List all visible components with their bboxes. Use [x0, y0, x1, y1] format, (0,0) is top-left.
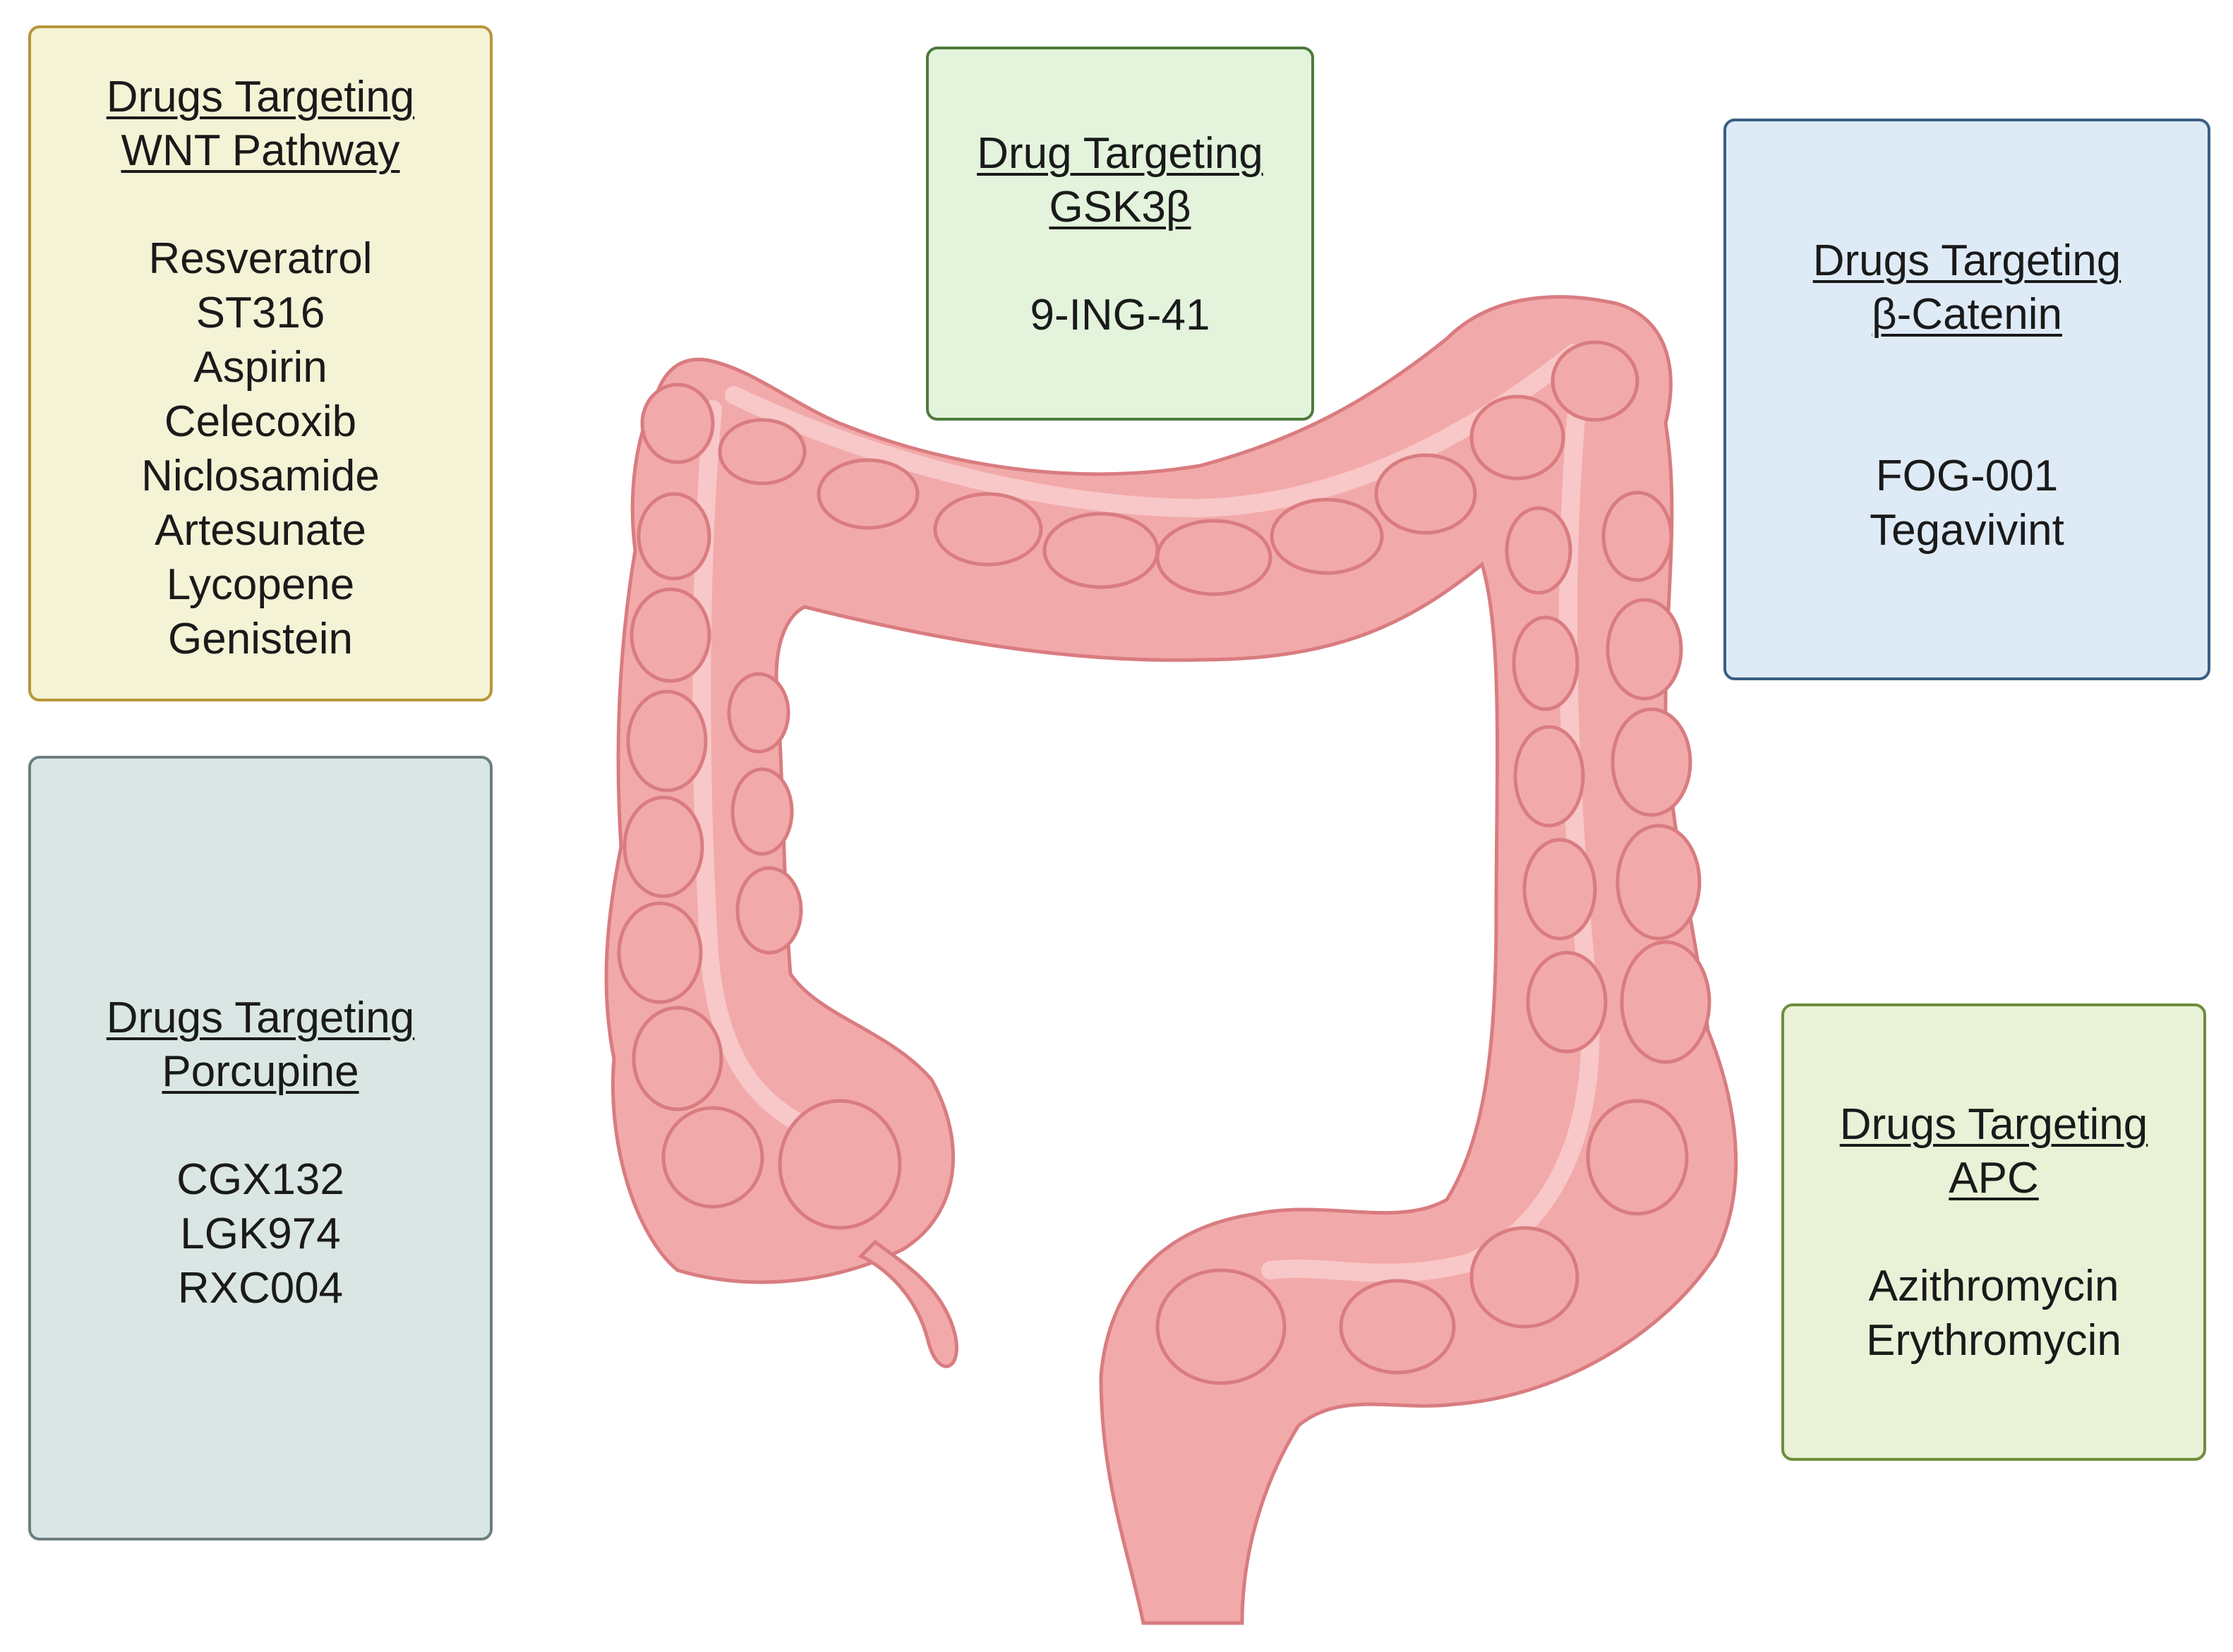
drug-item: Erythromycin — [1866, 1316, 2121, 1365]
haustrum-bulge — [626, 689, 708, 792]
haustrum-bulge — [718, 418, 807, 486]
apc-box-title-line-2: APC — [1949, 1154, 2039, 1202]
haustrum-bulge — [1601, 490, 1673, 582]
colon-lumen-right — [1261, 358, 1600, 1282]
drug-item: Resveratrol — [148, 234, 373, 283]
drug-item: Genistein — [168, 615, 353, 663]
gsk3b-box: Drug Targeting GSK3β 9-ING-41 — [926, 47, 1314, 421]
haustrum-bulge — [933, 492, 1043, 567]
beta-catenin-box-title-line-2: β-Catenin — [1871, 290, 2062, 339]
colon-graphic — [604, 295, 1738, 1625]
beta-catenin-box-title-line-1: Drugs Targeting — [1812, 236, 2121, 285]
haustrum-bulge — [1522, 838, 1597, 941]
gsk3b-box-title-line-1: Drug Targeting — [977, 129, 1263, 178]
haustrum-bulge — [1155, 519, 1272, 596]
haustrum-bulge — [730, 767, 794, 856]
haustrum-bulge — [1513, 725, 1585, 828]
drug-item: 9-ING-41 — [1030, 291, 1210, 339]
haustrum-bulge — [1469, 1226, 1579, 1329]
haustrum-bulge — [1374, 453, 1477, 535]
drug-item: RXC004 — [177, 1264, 344, 1313]
haustrum-bulge — [661, 1106, 764, 1209]
haustrum-bulge — [1270, 498, 1384, 575]
haustrum-bulge — [1611, 707, 1692, 817]
colon-haustra — [617, 340, 1711, 1385]
porcupine-box-title-line-1: Drugs Targeting — [106, 994, 415, 1042]
drug-item: Celecoxib — [164, 397, 357, 446]
haustrum-bulge — [1526, 951, 1608, 1054]
haustrum-bulge — [727, 672, 790, 754]
haustrum-bulge — [1615, 824, 1702, 941]
haustrum-bulge — [640, 382, 715, 464]
porcupine-box: Drugs Targeting Porcupine CGX132 LGK974 … — [28, 756, 493, 1541]
haustrum-bulge — [1042, 512, 1160, 589]
haustrum-bulge — [617, 901, 703, 1004]
colon-lumen-top — [725, 344, 1583, 518]
apc-box-title-line-1: Drugs Targeting — [1839, 1100, 2148, 1149]
beta-catenin-box: Drugs Targeting β-Catenin FOG-001 Tegavi… — [1723, 119, 2210, 680]
wnt-box-title-line-1: Drugs Targeting — [106, 73, 415, 121]
drug-item: Tegavivint — [1870, 506, 2064, 555]
drug-item: Lycopene — [166, 560, 355, 609]
haustrum-bulge — [1551, 340, 1639, 422]
haustrum-bulge — [735, 866, 803, 955]
drug-item: Aspirin — [193, 343, 327, 392]
appendix — [857, 1239, 958, 1368]
haustrum-bulge — [1339, 1279, 1456, 1375]
drug-item: LGK974 — [180, 1210, 341, 1258]
haustrum-bulge — [637, 492, 711, 581]
haustrum-bulge — [622, 795, 704, 898]
drug-item: FOG-001 — [1875, 452, 2059, 500]
porcupine-box-title-line-2: Porcupine — [162, 1047, 359, 1096]
haustrum-bulge — [1469, 394, 1565, 481]
wnt-box-title-line-2: WNT Pathway — [121, 126, 400, 175]
drug-item: Niclosamide — [141, 452, 380, 500]
haustrum-bulge — [1505, 506, 1572, 595]
haustrum-bulge — [630, 587, 711, 683]
haustrum-bulge — [1586, 1099, 1689, 1216]
drug-item: ST316 — [195, 289, 325, 337]
haustrum-bulge — [1155, 1268, 1287, 1385]
wnt-pathway-box: Drugs Targeting WNT Pathway Resveratrol … — [28, 25, 493, 701]
drug-item: CGX132 — [176, 1155, 344, 1204]
drug-item: Artesunate — [155, 506, 366, 555]
haustrum-bulge — [1606, 598, 1683, 701]
haustrum-bulge — [817, 458, 920, 530]
colon-body — [604, 295, 1738, 1625]
haustrum-bulge — [1620, 940, 1711, 1064]
drug-item: Azithromycin — [1868, 1262, 2119, 1310]
gsk3b-box-title-line-2: GSK3β — [1049, 183, 1191, 231]
haustrum-bulge — [1512, 615, 1579, 711]
haustrum-bulge — [632, 1006, 723, 1111]
apc-box: Drugs Targeting APC Azithromycin Erythro… — [1781, 1003, 2206, 1461]
haustrum-bulge — [778, 1099, 902, 1230]
